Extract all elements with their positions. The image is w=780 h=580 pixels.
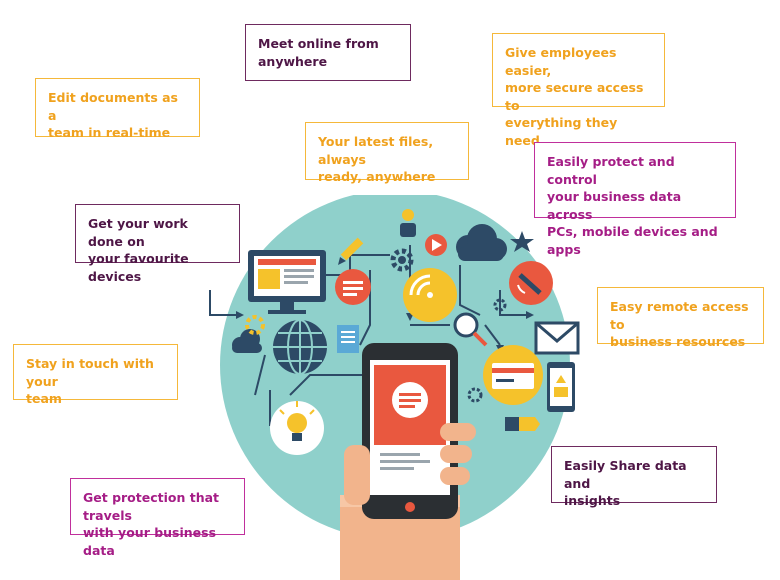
callout-stay-in-touch: Stay in touch with your team — [13, 344, 178, 406]
gear-icon — [493, 298, 507, 312]
callout-give-employees: Give employees easier, more secure acces… — [492, 33, 665, 148]
lightbulb-icon — [270, 401, 324, 455]
pencil-icon — [338, 237, 364, 265]
callout-protect-data: Easily protect and control your business… — [534, 142, 736, 257]
credit-card-icon — [483, 345, 543, 405]
tablet-icon — [547, 362, 575, 412]
gear-icon — [245, 315, 265, 335]
star-icon — [510, 231, 534, 252]
person-icon — [400, 209, 416, 237]
callout-favourite-devices: Get your work done on your favourite dev… — [75, 204, 240, 284]
callout-latest-files: Your latest files, always ready, anywher… — [305, 122, 469, 184]
callout-meet-online: Meet online from anywhere — [245, 24, 411, 81]
document-icon — [337, 325, 359, 353]
magnifier-icon — [453, 312, 488, 347]
envelope-icon — [534, 321, 580, 355]
cloud-icon — [232, 329, 262, 353]
callout-protection-travels: Get protection that travels with your bu… — [70, 478, 245, 558]
callout-remote-access: Easy remote access to business resources — [597, 287, 764, 349]
central-illustration — [209, 195, 580, 580]
callout-share-data: Easily Share data and insights — [551, 446, 717, 508]
satellite-icon — [509, 261, 553, 305]
hand-holding-phone — [340, 343, 476, 580]
callout-edit-documents: Edit documents as a team in real-time — [35, 78, 200, 140]
play-icon — [425, 234, 447, 256]
gear-icon — [390, 248, 414, 272]
gear-icon — [467, 387, 483, 403]
chat-bubble-icon — [335, 269, 371, 305]
monitor-icon — [248, 250, 326, 314]
cloud-icon — [456, 224, 507, 261]
wifi-icon — [403, 268, 457, 322]
globe-icon — [273, 319, 327, 375]
pointing-hand-icon — [505, 417, 540, 431]
